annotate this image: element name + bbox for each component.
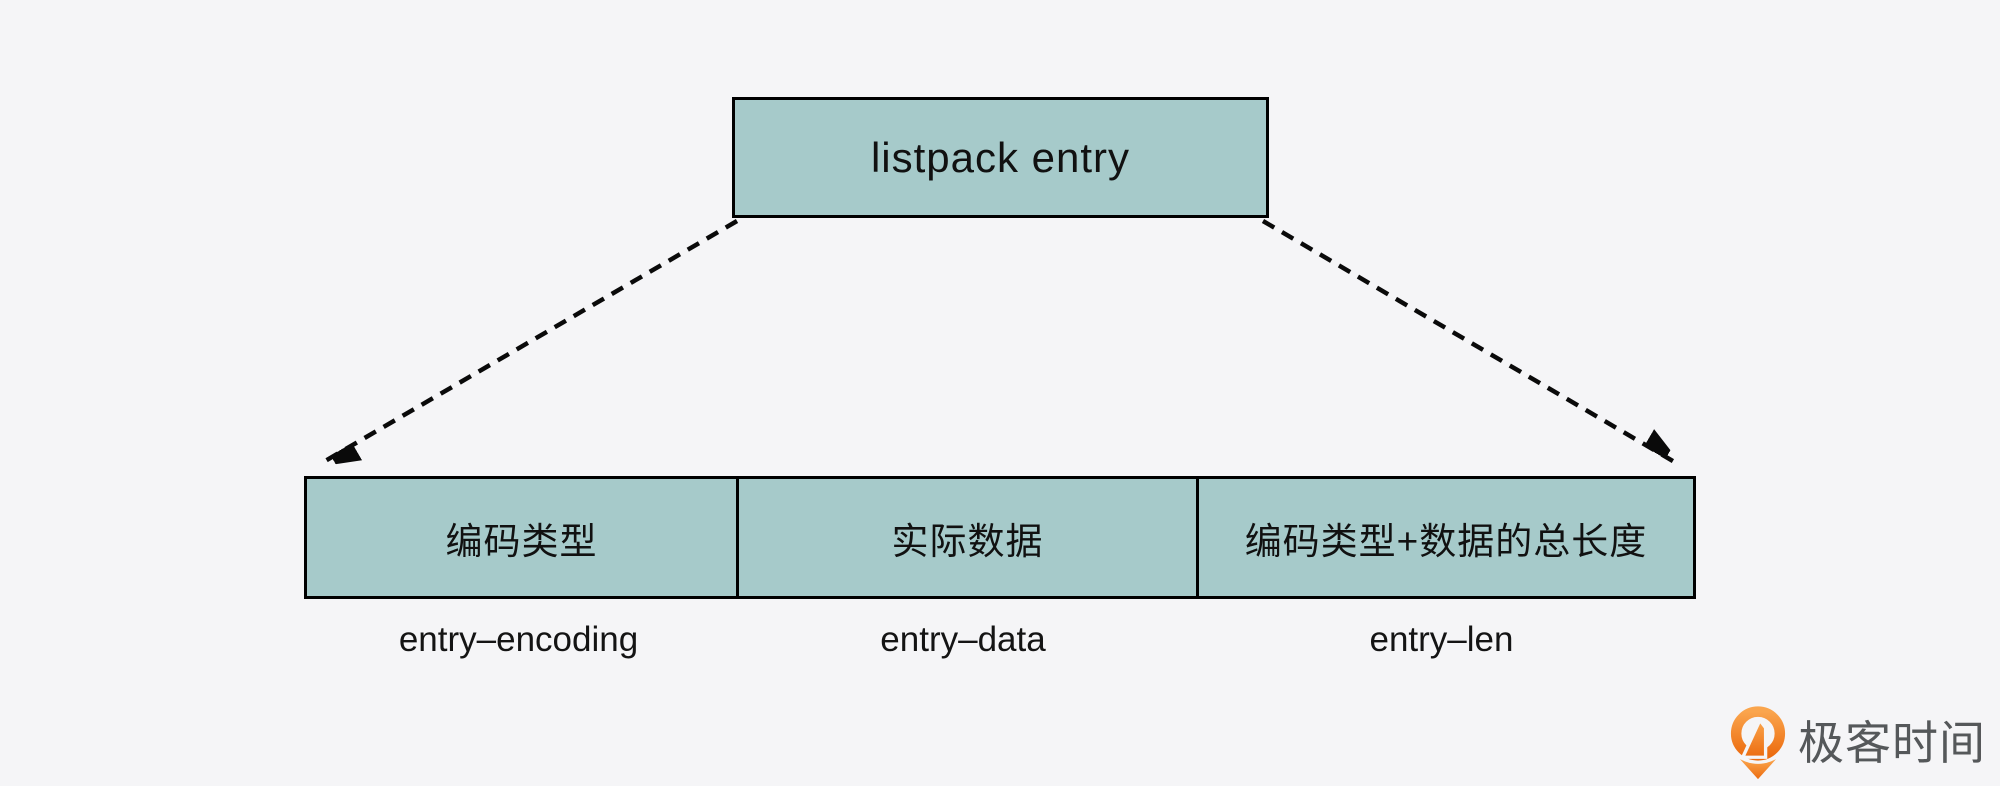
field-name-row: entry–encoding entry–data entry–len bbox=[304, 614, 1696, 666]
listpack-entry-box: listpack entry bbox=[732, 97, 1269, 218]
entry-structure-row: 编码类型 实际数据 编码类型+数据的总长度 bbox=[304, 476, 1696, 599]
arrow-right bbox=[1261, 219, 1680, 466]
label-entry-encoding: entry–encoding bbox=[398, 620, 639, 659]
geektime-brand: 极客时间 bbox=[1726, 705, 1986, 781]
arrow-left bbox=[318, 219, 739, 464]
cell-entry-encoding: 编码类型 bbox=[445, 520, 598, 562]
cell-entry-len: 编码类型+数据的总长度 bbox=[1196, 479, 1693, 596]
cell-entry-data: 实际数据 bbox=[736, 479, 1196, 596]
label-entry-data: entry–data bbox=[880, 620, 1046, 659]
geektime-logo-text: 极客时间 bbox=[1798, 717, 1986, 769]
label-entry-len: entry–len bbox=[1369, 620, 1514, 659]
geektime-pin-icon bbox=[1730, 706, 1786, 780]
